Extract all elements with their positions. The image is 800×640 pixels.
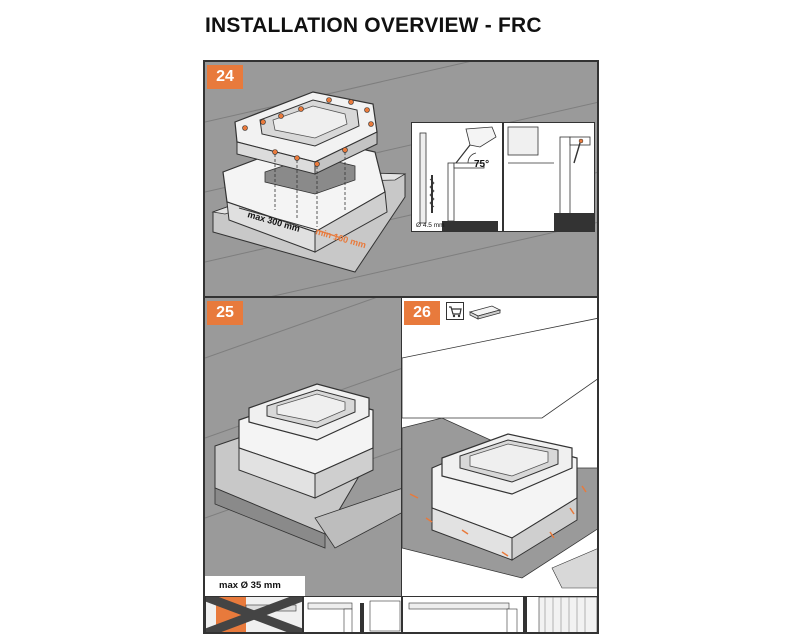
angle-label: 75° — [474, 159, 489, 170]
step-26-illustration — [402, 317, 597, 632]
page-title: INSTALLATION OVERVIEW - FRC — [205, 14, 542, 37]
drill-diameter-label: Ø 4.5 mm — [416, 222, 445, 229]
detail-drill-angle: 75° Ø 4.5 mm — [411, 122, 503, 232]
max-diameter-box: max Ø 35 mm — [205, 576, 305, 596]
step-24-panel: 24 — [204, 61, 598, 297]
drill-bit-icon — [429, 175, 435, 213]
timber-batten-icon — [468, 302, 502, 320]
detail-batten-fix — [402, 596, 597, 632]
step-24-badge: 24 — [207, 65, 243, 89]
detail-right-installation — [303, 596, 401, 632]
detail-wrong-installation — [205, 592, 304, 632]
step-25-panel: 25 max Ø 35 mm — [204, 297, 402, 633]
detail-screw-fix — [503, 122, 595, 232]
step-26-badge: 26 — [404, 301, 440, 325]
step-26-panel: 26 — [401, 297, 598, 633]
cart-icon — [446, 302, 464, 320]
screw-icon — [573, 138, 584, 164]
step-25-badge: 25 — [207, 301, 243, 325]
drill-icon — [455, 126, 497, 164]
instruction-sheet: 24 — [203, 60, 599, 634]
max-diameter-label: max Ø 35 mm — [219, 580, 281, 591]
